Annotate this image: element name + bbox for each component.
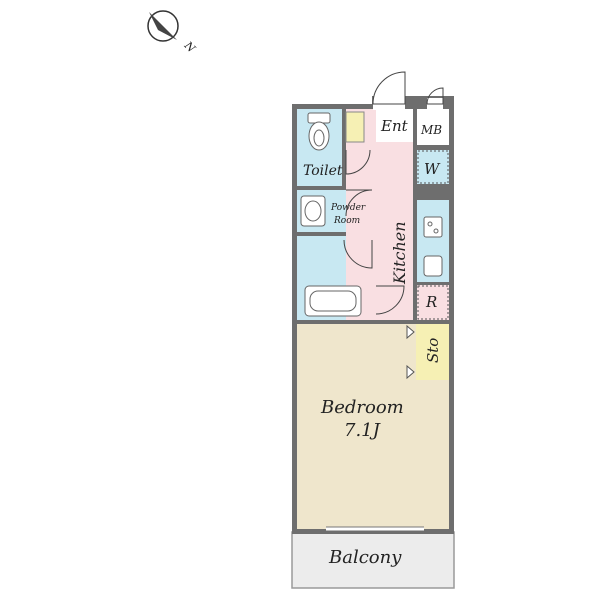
fridge-space [417,285,449,320]
balcony-area [291,531,455,589]
kitchen-floor [346,109,413,320]
stove-icon [423,216,443,238]
meter-box-area [417,109,449,145]
entrance-floor [376,109,413,142]
north-label: N [181,38,198,55]
storage-label: Sto [424,338,442,363]
bedroom-label: Bedroom [320,397,404,418]
toilet-icon [307,112,331,151]
storage-floor [416,324,449,380]
kitchen-sink-icon [423,255,443,277]
kitchen-label: Kitchen [390,221,409,285]
north-arrow-icon: N [147,10,198,55]
powder-room-label-line2: Room [333,216,360,226]
meter-box-label: MB [420,123,442,137]
entrance-label: Ent [380,117,409,135]
balcony-label: Balcony [328,547,402,568]
washer-label: W [424,160,441,178]
bathtub-icon [304,285,362,317]
sink-icon [300,195,326,227]
bedroom-size-label: 7.1J [344,420,382,441]
powder-room-label-line1: Powder [330,203,366,213]
refrigerator-label: R [425,293,437,311]
shoe-cabinet [345,111,365,143]
washer-space [417,150,449,184]
toilet-label: Toilet [303,163,343,179]
